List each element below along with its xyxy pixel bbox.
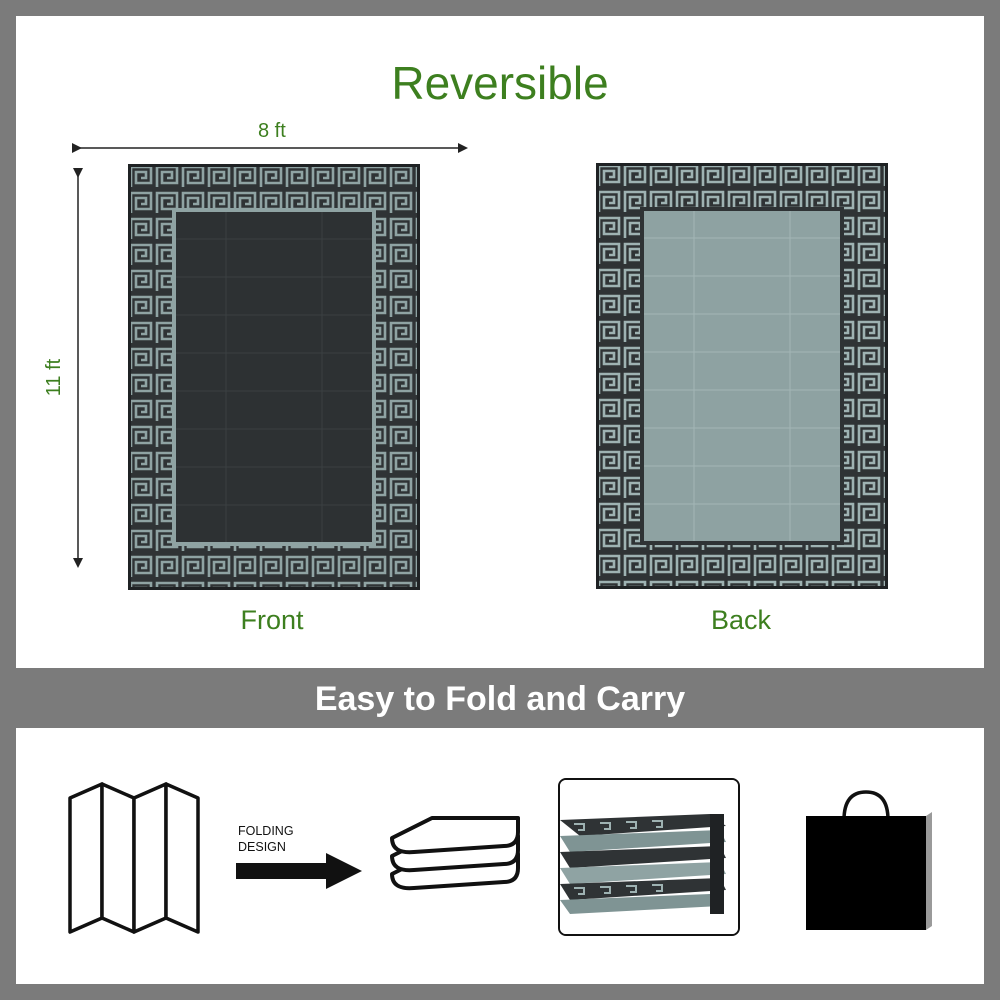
right-arrow-icon [236, 853, 362, 889]
section-title: Easy to Fold and Carry [314, 680, 686, 718]
folded-stack-icon [390, 816, 520, 891]
page-title: Reversible [391, 57, 609, 109]
width-label: 8 ft [258, 120, 286, 142]
folding-caption-line1: FOLDING [238, 824, 294, 838]
folding-design-caption: FOLDING DESIGN [238, 823, 328, 855]
folded-mat-image [560, 780, 738, 934]
carry-bag-icon [806, 790, 932, 930]
height-label: 11 ft [43, 358, 66, 397]
front-label: Front [240, 605, 304, 635]
back-mat-image [596, 163, 888, 589]
folded-mat-photo [558, 778, 740, 936]
front-mat-image [128, 164, 420, 590]
zigzag-panels-icon [68, 782, 200, 934]
back-label: Back [710, 605, 772, 635]
folding-caption-line2: DESIGN [238, 840, 286, 854]
fold-carry-panel: FOLDING DESIGN [16, 728, 984, 984]
reversible-panel: Reversible 8 ft 11 ft [16, 16, 984, 668]
dimension-arrows [72, 143, 468, 568]
